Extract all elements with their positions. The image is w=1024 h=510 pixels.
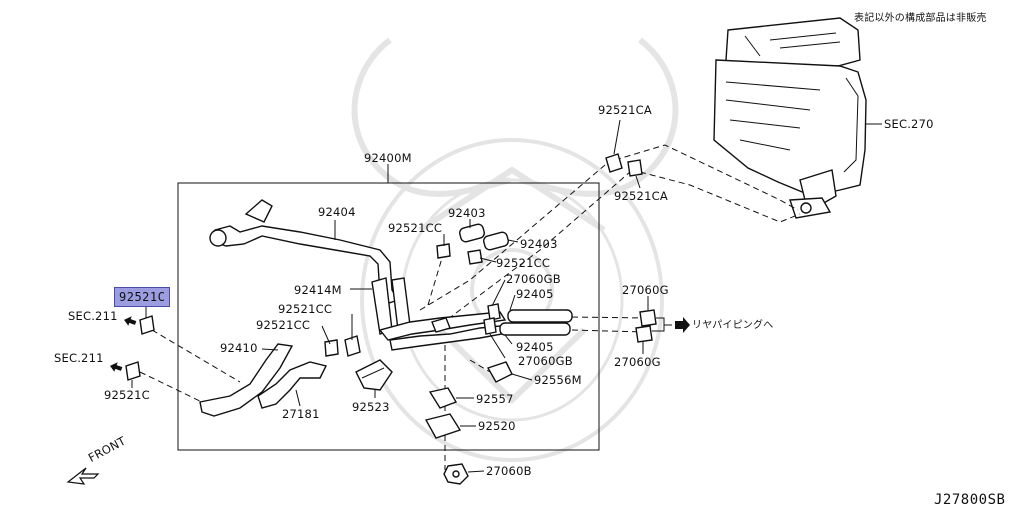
leader-92521CA-top <box>613 119 621 155</box>
label-92405-b: 92405 <box>516 340 554 354</box>
label-27060B: 27060B <box>486 464 532 478</box>
dash-hvac-upper <box>614 144 799 211</box>
label-92521C-highlight[interactable]: 92521C <box>114 287 171 307</box>
label-92556M: 92556M <box>534 373 582 387</box>
label-27060G-b: 27060G <box>614 355 661 369</box>
hose-92405-a <box>507 309 573 323</box>
dash-hvac-lower <box>639 171 801 223</box>
label-92405-a: 92405 <box>516 287 554 301</box>
hose-27181 <box>257 361 328 409</box>
leader-92521CA-bottom <box>635 175 641 189</box>
leader-92403-b <box>507 239 519 243</box>
label-92403-a: 92403 <box>448 206 486 220</box>
grommet-27060B <box>443 463 469 485</box>
clip-92521C-upper <box>139 315 155 335</box>
label-92521CC-a: 92521CC <box>388 221 443 235</box>
bracket-92523 <box>355 359 393 391</box>
label-92523: 92523 <box>352 400 390 414</box>
clamp-27060GB-a <box>487 303 501 321</box>
bracket-92557 <box>428 387 458 409</box>
clamp-27060GB-b <box>483 317 497 335</box>
label-27181: 27181 <box>282 407 320 421</box>
leader-27060B <box>467 470 485 473</box>
sec211-arrow-b-icon <box>110 362 123 372</box>
label-92557: 92557 <box>476 392 514 406</box>
sec211-arrow-a-icon <box>124 316 137 326</box>
bracket-92520 <box>424 413 462 439</box>
dash-bracket <box>469 359 491 373</box>
label-92414M: 92414M <box>294 283 342 297</box>
clip-92521CA-top <box>605 153 623 173</box>
fitting-92403-b <box>483 231 509 251</box>
label-sec211-b: SEC.211 <box>54 351 104 365</box>
clip-92521CA-bottom <box>627 159 643 177</box>
clip-92521CC-c <box>344 335 361 357</box>
clamp-27060G-b <box>635 325 653 343</box>
clip-92521CC-a <box>436 243 451 259</box>
label-27060GB-b: 27060GB <box>518 354 573 368</box>
label-sec211-a: SEC.211 <box>68 309 118 323</box>
dash-rear-lower <box>571 329 646 333</box>
leader-92521CC-b <box>479 257 497 263</box>
label-92521CA-bottom: 92521CA <box>614 189 668 203</box>
label-rear-piping: リヤパイピングへ <box>692 320 774 331</box>
rear-arrow-icon <box>675 317 690 333</box>
label-92521CC-c: 92521CC <box>278 302 333 316</box>
clip-92521C-lower <box>125 361 141 381</box>
watermark-emblem <box>351 37 679 462</box>
clip-92521CC-b <box>467 249 483 265</box>
dash-sec211-b <box>139 371 209 406</box>
label-92400M: 92400M <box>364 151 412 165</box>
label-92521CC-d: 92521CC <box>256 318 311 332</box>
label-92520: 92520 <box>478 419 516 433</box>
note-top-right: 表記以外の構成部品は非販売 <box>854 13 987 24</box>
label-92410: 92410 <box>220 341 258 355</box>
leader-27060GB-a <box>491 279 506 307</box>
dash-sec211-a <box>151 329 241 383</box>
dash-rear-upper <box>571 316 646 319</box>
label-sec270: SEC.270 <box>884 117 934 131</box>
bracket-rear <box>652 317 672 332</box>
diagram-code: J27800SB <box>934 492 1006 508</box>
label-92403-b: 92403 <box>520 237 558 251</box>
leader-27181 <box>295 389 301 407</box>
dash-inlet-upper <box>419 164 606 311</box>
clip-92521CC-d <box>324 339 339 357</box>
leader-92405-a <box>509 294 516 311</box>
pipe-assembly <box>378 311 507 351</box>
leader-92521CC-d <box>321 325 331 345</box>
leader-92410 <box>261 348 279 351</box>
leader-92556M <box>511 373 533 381</box>
clamp-27060G-a <box>639 309 657 327</box>
leader-27060GB-b <box>489 333 506 359</box>
dash-inlet-lower <box>439 171 631 326</box>
label-27060GB-a: 27060GB <box>506 272 561 286</box>
label-92404: 92404 <box>318 205 356 219</box>
label-27060G-a: 27060G <box>622 283 669 297</box>
front-arrow-icon <box>66 467 100 485</box>
label-92521C-bottom: 92521C <box>104 388 150 402</box>
hose-92410 <box>199 343 294 417</box>
label-92521CC-b: 92521CC <box>496 256 551 270</box>
hvac-unit <box>713 17 867 219</box>
fitting-92403-a <box>459 223 485 243</box>
hose-92405-b <box>499 322 571 336</box>
leader-92405-b <box>504 334 513 345</box>
label-92521CA-top: 92521CA <box>598 103 652 117</box>
hose-92414M <box>371 277 411 335</box>
